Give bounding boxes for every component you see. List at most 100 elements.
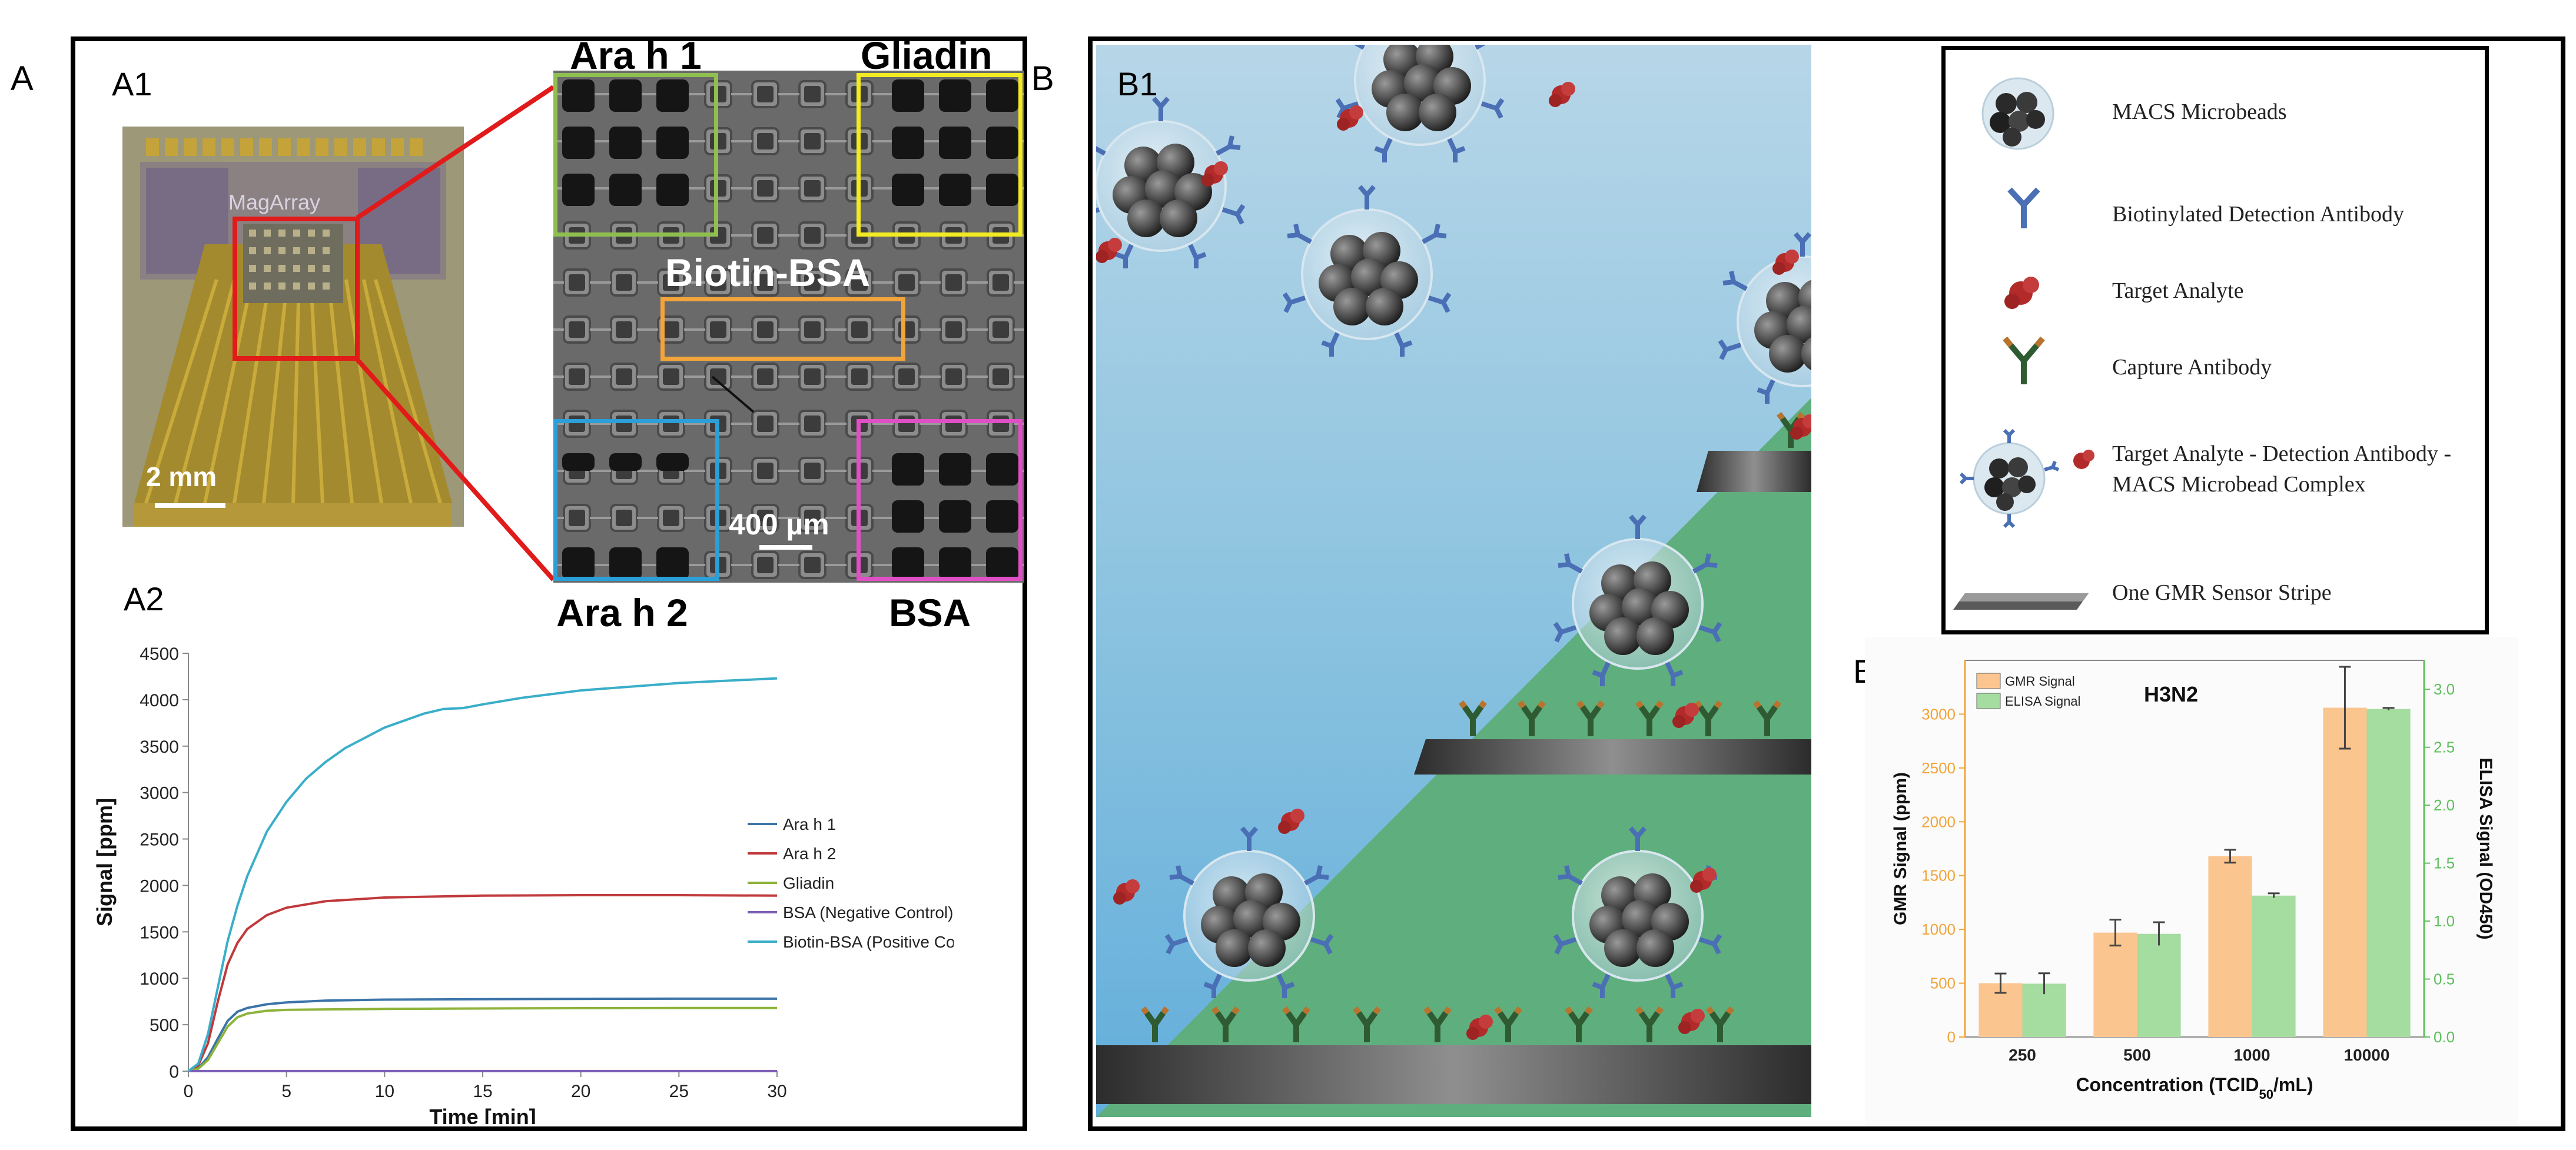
chart-title: H3N2 [2144,682,2198,706]
antibody-icon [2007,187,2040,228]
series-line [187,677,778,1072]
assay-illustration [1096,45,1811,1117]
label-gliadin: Gliadin [861,34,992,77]
region-box-ara-h2 [553,419,719,581]
series-line [188,894,778,1072]
y-tick-label: 1000 [140,969,179,989]
x-tick-label: 5 [281,1082,291,1101]
y-tick-label: 0 [169,1062,179,1082]
y2-axis-title: ELISA Signal (OD450) [2476,758,2495,940]
chip-scale-bar [155,503,225,508]
zoom-lines [356,85,555,581]
zoom-scale-label: 400 µm [729,508,829,541]
y-tick-label: 3000 [140,784,179,803]
legend-label-complex: Target Analyte - Detection Antibody - MA… [2112,441,2451,497]
panel-label-a: A [11,59,34,98]
y-tick-label: 500 [1930,975,1956,992]
legend-label-microbeads: MACS Microbeads [2112,99,2287,124]
x-tick-label: 10000 [2344,1046,2390,1064]
y-tick-label: 2500 [1921,759,1956,777]
legend-label-detection-antibody: Biotinylated Detection Antibody [2112,202,2405,227]
x-axis-title: Time [min] [429,1105,536,1124]
y-tick-label: 500 [150,1016,179,1035]
legend-label-target-analyte: Target Analyte [2112,278,2244,303]
y-tick-label: 4000 [140,691,179,710]
signal-time-chart: 0 500 1000 1500 2000 2500 3000 3500 4000 4500 0 5 10… [92,644,954,1124]
x-tick-label: 0 [184,1082,194,1101]
x-tick-label: 1000 [2233,1046,2270,1064]
legend-label-capture-antibody: Capture Antibody [2112,355,2272,380]
x-tick-label: 30 [767,1082,786,1101]
y2-tick-label: 1.5 [2434,855,2455,872]
region-box-ara-h1 [553,73,718,237]
label-ara-h1: Ara h 1 [570,34,702,77]
gmr-bar [2323,707,2367,1037]
label-ara-h2: Ara h 2 [556,591,688,634]
y2-tick-label: 0.5 [2434,970,2455,988]
y-tick-label: 4500 [140,644,179,664]
gmr-bar [2093,932,2137,1037]
y-tick-label: 1000 [1921,920,1956,938]
zoom-region-box [233,217,360,361]
x-tick-label: 20 [571,1082,590,1101]
x-tick-label: 500 [2123,1046,2151,1064]
legend-label: ELISA Signal [2005,694,2080,709]
panel-label-a1: A1 [112,65,152,102]
label-biotin-bsa: Biotin-BSA [665,251,871,294]
gmr-bar [2208,856,2252,1037]
x-tick-label: 15 [473,1082,492,1101]
x-tick-label: 250 [2009,1046,2036,1064]
legend-swatch [1976,673,2001,689]
y2-tick-label: 2.5 [2434,739,2455,756]
legend-swatch [1976,693,2001,709]
y-tick-label: 2500 [140,830,179,850]
x-tick-label: 25 [669,1082,689,1101]
capture-antibody-icon [2003,336,2045,384]
chip-scale-label: 2 mm [146,461,217,492]
chip-photo: MagArray 2 mm [122,127,464,527]
panel-label-b: B [1031,59,1054,98]
legend-icons [1953,77,2094,610]
legend-label: BSA (Negative Control) [783,903,953,922]
panel-label-a2: A2 [124,580,164,617]
series-line [188,1006,777,1072]
legend-label: GMR Signal [2005,674,2075,689]
legend-label: Biotin-BSA (Positive Control) [783,933,954,951]
microbead-icon [1981,77,2054,150]
legend-label: Ara h 1 [783,815,836,833]
y-tick-label: 2000 [1921,813,1956,830]
chip-logo: MagArray [228,190,321,214]
y2-tick-label: 2.0 [2434,796,2455,814]
y2-tick-label: 1.0 [2434,912,2455,930]
y-tick-label: 2000 [140,876,179,896]
legend-label-sensor-stripe: One GMR Sensor Stripe [2112,580,2332,605]
y2-tick-label: 0.0 [2434,1028,2455,1046]
y2-tick-label: 3.0 [2434,680,2455,698]
y-axis-title: GMR Signal (ppm) [1891,772,1910,925]
sensor-array-zoom [553,71,1024,583]
y-tick-label: 0 [1947,1028,1956,1046]
series-line [188,997,777,1072]
sensor-stripe-icon [1953,593,2089,610]
legend-label: Gliadin [783,874,834,892]
y-tick-label: 3500 [140,737,179,757]
panel-label-b1: B1 [1117,65,1158,102]
x-axis-title: Concentration (TCID50/mL) [2076,1074,2313,1102]
x-tick-label: 10 [375,1082,394,1101]
elisa-bar [2366,709,2411,1037]
zoom-scale-bar [759,545,812,550]
panel-b-frame [1088,36,2565,1131]
y-tick-label: 3000 [1921,705,1956,723]
y-tick-label: 1500 [1921,867,1956,885]
complex-icon [1959,428,2094,529]
panel-a-frame [71,36,1027,1131]
legend-label: Ara h 2 [783,845,836,863]
y-tick-label: 1500 [140,923,179,942]
y-axis-title: Signal [ppm] [92,798,117,926]
region-box-biotin-bsa [660,297,905,361]
analyte-icon [2004,277,2039,309]
elisa-bar [2252,895,2296,1037]
region-box-gliadin [857,73,1023,237]
label-bsa: BSA [889,591,971,634]
elisa-bar [2137,933,2181,1037]
